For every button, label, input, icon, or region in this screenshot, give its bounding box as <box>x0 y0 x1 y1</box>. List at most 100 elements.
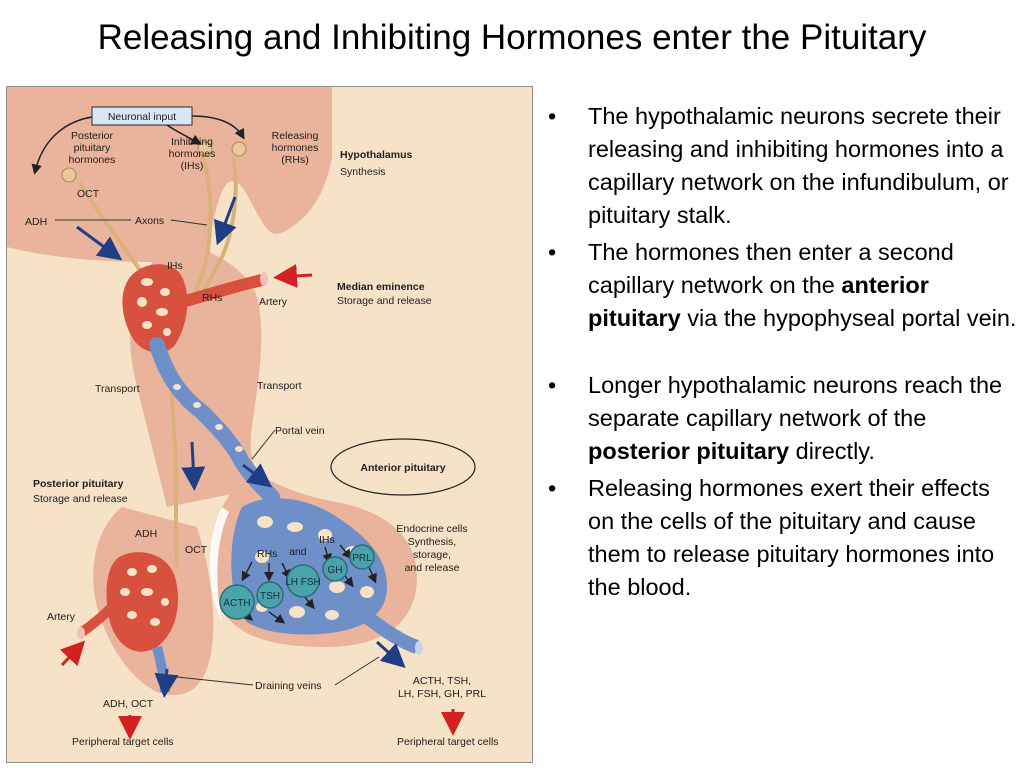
primary-plexus-holes <box>137 278 171 336</box>
bullet-3-text-b: directly. <box>789 438 875 464</box>
bullet-1-text: The hypothalamic neurons secrete their r… <box>588 103 1009 228</box>
label-and: and <box>289 546 307 558</box>
label-artery-top: Artery <box>259 296 288 308</box>
label-ihs-mid: IHs <box>167 260 183 272</box>
axon-mid <box>193 156 213 298</box>
label-releasing-1: Releasing <box>272 130 319 142</box>
bullet-4-text: Releasing hormones exert their effects o… <box>588 475 995 600</box>
label-posterior-hormones-3: hormones <box>69 154 116 166</box>
cell-acth: ACTH <box>219 584 255 620</box>
label-me-storage: Storage and release <box>337 295 432 307</box>
bullet-3-bold: posterior pituitary <box>588 438 790 464</box>
bullet-1: The hypothalamic neurons secrete their r… <box>548 100 1018 232</box>
axons-leader-right <box>170 219 208 226</box>
artery-me <box>180 274 264 308</box>
slide-title: Releasing and Inhibiting Hormones enter … <box>97 18 927 57</box>
cell-prl: PRL <box>349 544 375 570</box>
pituitary-diagram-svg: Neuronal input Posterior pituitary hormo… <box>7 87 499 748</box>
cell-lh-fsh-label: LH FSH <box>285 577 321 588</box>
artery-me-end <box>260 272 268 286</box>
label-acth-list-1: ACTH, TSH, <box>413 675 471 687</box>
hypothalamus-tissue <box>7 87 332 262</box>
blue-arrow-ihs <box>214 196 237 246</box>
neuron-body-left <box>61 167 77 183</box>
blue-arrow-transport <box>181 441 206 491</box>
bullet-2: The hormones then enter a second capilla… <box>548 236 1018 335</box>
posterior-plexus-holes <box>120 565 169 626</box>
blue-arrow-portal <box>242 463 273 488</box>
input-arrow-left <box>31 116 93 175</box>
label-adh-mid: ADH <box>135 528 157 540</box>
neuron-body-mid <box>197 141 213 157</box>
blue-arrow-out-anterior <box>375 640 406 669</box>
label-artery-bottom: Artery <box>47 611 76 623</box>
label-oct-mid: OCT <box>185 544 208 556</box>
label-inhibiting-1: Inhibiting <box>171 136 213 148</box>
label-anterior-pituitary: Anterior pituitary <box>360 462 445 474</box>
bullet-2-text-a: The hormones then enter a second capilla… <box>588 239 954 298</box>
bullet-list: The hypothalamic neurons secrete their r… <box>548 100 1018 608</box>
label-rhs-cells: RHs <box>257 548 277 560</box>
label-portal-vein: Portal vein <box>275 425 325 437</box>
label-posterior-hormones-2: pituitary <box>74 142 112 154</box>
anterior-pituitary-callout <box>330 438 476 496</box>
label-releasing-3: (RHs) <box>281 154 308 166</box>
posterior-plexus <box>106 552 178 652</box>
label-inhibiting-2: hormones <box>169 148 216 160</box>
cell-gh-label: GH <box>328 565 343 576</box>
label-endocrine-1: Endocrine cells <box>396 523 467 535</box>
red-arrow-artery-bottom <box>59 640 86 667</box>
input-arrow-right <box>191 115 245 140</box>
label-inhibiting-3: (IHs) <box>181 160 204 172</box>
label-posterior-pituitary: Posterior pituitary <box>33 478 124 490</box>
neuron-body-right <box>231 141 247 157</box>
red-arrow-artery-top <box>273 264 313 288</box>
cell-tsh-label: TSH <box>260 591 280 602</box>
label-peripheral-left: Peripheral target cells <box>72 736 174 748</box>
draining-vein-anterior <box>362 611 420 654</box>
label-median-eminence: Median eminence <box>337 281 425 293</box>
label-endocrine-2: Synthesis, <box>408 536 456 548</box>
label-acth-list-2: LH, FSH, GH, PRL <box>398 688 486 700</box>
pituitary-diagram: Neuronal input Posterior pituitary hormo… <box>6 86 533 763</box>
cell-prl-label: PRL <box>352 553 372 564</box>
artery-posterior-end <box>77 627 85 639</box>
label-peripheral-right: Peripheral target cells <box>397 736 499 748</box>
label-hypothalamus: Hypothalamus <box>340 149 413 161</box>
cell-tsh: TSH <box>256 581 284 609</box>
bullet-4: Releasing hormones exert their effects o… <box>548 472 1018 604</box>
label-adh-oct-bottom: ADH, OCT <box>103 698 154 710</box>
portal-vein-leader <box>251 429 276 460</box>
label-draining-veins: Draining veins <box>255 680 322 692</box>
label-endocrine-4: and release <box>405 562 460 574</box>
label-endocrine-3: storage, <box>413 549 451 561</box>
label-oct-top: OCT <box>77 188 100 200</box>
cell-gh: GH <box>322 556 348 582</box>
label-adh-top: ADH <box>25 216 47 228</box>
cleft <box>209 507 229 622</box>
cell-acth-label: ACTH <box>223 598 250 609</box>
bullet-2-bold: anterior pituitary <box>588 272 929 331</box>
cell-lh-fsh: LH FSH <box>285 564 321 598</box>
label-transport-left: Transport <box>95 383 140 395</box>
label-pp-storage: Storage and release <box>33 493 128 505</box>
draining-vein-anterior-end <box>415 641 423 655</box>
label-posterior-hormones-1: Posterior <box>71 130 114 142</box>
bullet-3-text-a: Longer hypothalamic neurons reach the se… <box>588 372 1003 431</box>
label-rhs-mid: RHs <box>202 292 222 304</box>
primary-plexus <box>122 264 188 353</box>
label-releasing-2: hormones <box>272 142 319 154</box>
portal-vessel-holes <box>173 384 243 452</box>
draining-veins-leader-right <box>334 656 380 686</box>
input-arrow-mid <box>166 124 202 145</box>
blue-arrow-adh <box>76 225 123 261</box>
label-axons: Axons <box>135 215 164 227</box>
label-ihs-cells: IHs <box>319 534 335 546</box>
blue-arrow-out-posterior <box>154 668 179 698</box>
secondary-plexus-holes <box>255 516 374 620</box>
bullet-2-text-b: via the hypophyseal portal vein. <box>680 305 1017 331</box>
label-synthesis: Synthesis <box>340 166 386 178</box>
label-transport-right: Transport <box>257 380 302 392</box>
neuronal-input-label: Neuronal input <box>108 111 176 123</box>
draining-veins-leader-left <box>176 676 254 686</box>
